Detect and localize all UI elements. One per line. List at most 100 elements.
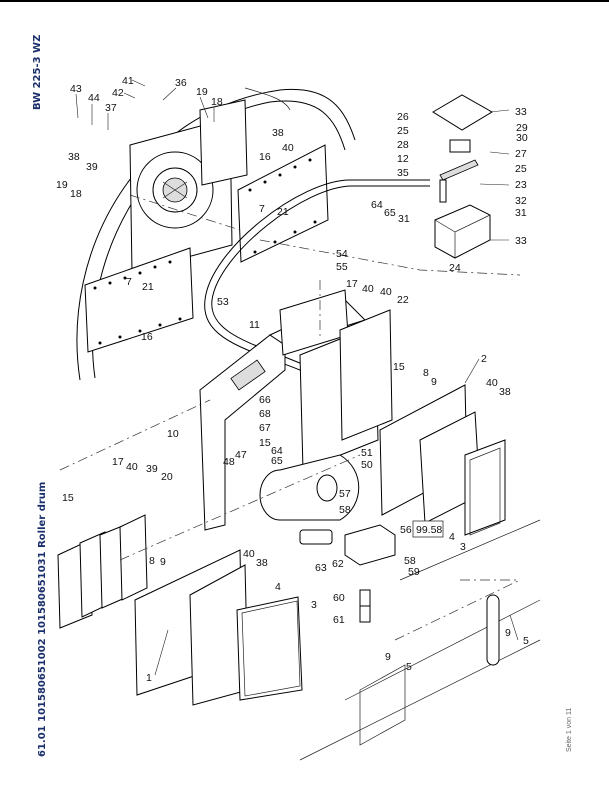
callout-12: 12 xyxy=(397,153,409,165)
callout-2: 2 xyxy=(481,353,487,365)
carrier-bracket xyxy=(199,289,393,531)
drive-motor xyxy=(259,454,360,521)
callout-40-right: 40 xyxy=(282,142,294,154)
callout-56: 56 xyxy=(400,524,412,536)
callout-65-top: 65 xyxy=(384,207,396,219)
callout-18-top: 18 xyxy=(211,96,223,108)
callout-8-right: 8 xyxy=(423,367,429,379)
callout-43: 43 xyxy=(70,83,82,95)
callout-38-bottom: 38 xyxy=(256,557,268,569)
callout-9-bottom: 9 xyxy=(385,651,391,663)
callout-48: 48 xyxy=(223,456,235,468)
callout-9-bottom-right: 9 xyxy=(505,627,511,639)
callout-50: 50 xyxy=(361,459,373,471)
callout-21-left: 21 xyxy=(142,281,154,293)
callout-16-left: 16 xyxy=(141,331,153,343)
callout-24: 24 xyxy=(449,262,461,274)
callout-26: 26 xyxy=(397,111,409,123)
callout-37: 37 xyxy=(105,102,117,114)
callout-16-right: 16 xyxy=(259,151,271,163)
callout-17-top: 17 xyxy=(346,278,358,290)
callout-65-mid: 65 xyxy=(271,455,283,467)
callout-42: 42 xyxy=(112,87,124,99)
callout-58-bottom: 58 xyxy=(404,555,416,567)
callout-41: 41 xyxy=(122,75,134,87)
right-plate-16 xyxy=(237,144,329,263)
reference-box: 99.58 xyxy=(412,520,444,538)
callout-25-top: 25 xyxy=(397,125,409,137)
support-assembly-2 xyxy=(379,384,506,536)
callout-66: 66 xyxy=(259,394,271,406)
callout-33-box: 33 xyxy=(515,235,527,247)
callout-44: 44 xyxy=(88,92,100,104)
callout-9-right: 9 xyxy=(431,376,437,388)
callout-40-top-b: 40 xyxy=(380,286,392,298)
top-rule xyxy=(0,0,609,2)
callout-15-right: 15 xyxy=(393,361,405,373)
callout-1: 1 xyxy=(146,672,152,684)
callout-39-left: 39 xyxy=(86,161,98,173)
callout-5-bottom: 5 xyxy=(406,661,412,673)
callout-10: 10 xyxy=(167,428,179,440)
callout-55: 55 xyxy=(336,261,348,273)
callout-5-bottom-right: 5 xyxy=(523,635,529,647)
pad-plates-15 xyxy=(57,514,148,629)
callout-labels: 41 36 42 43 44 37 19 18 38 39 19 18 38 4… xyxy=(56,75,529,684)
valve-block xyxy=(299,524,396,623)
callout-58-top: 58 xyxy=(339,504,351,516)
callout-47: 47 xyxy=(235,449,247,461)
callout-7-left: 7 xyxy=(126,276,132,288)
callout-21-right: 21 xyxy=(277,206,289,218)
callout-22: 22 xyxy=(397,294,409,306)
callout-17-left: 17 xyxy=(112,456,124,468)
callout-62: 62 xyxy=(332,558,344,570)
callout-19-top: 19 xyxy=(196,86,208,98)
callout-15-left: 15 xyxy=(62,492,74,504)
callout-40-right2: 40 xyxy=(486,377,498,389)
callout-40-bottom: 40 xyxy=(243,548,255,560)
callout-3-right: 3 xyxy=(460,541,466,553)
junction-box xyxy=(432,94,493,259)
callout-25-bottom: 25 xyxy=(515,163,527,175)
callout-38-right2: 38 xyxy=(499,386,511,398)
callout-57: 57 xyxy=(339,488,351,500)
drum-hub-assembly xyxy=(129,99,248,273)
callout-33-cover: 33 xyxy=(515,106,527,118)
callout-32: 32 xyxy=(515,195,527,207)
callout-39-left2: 39 xyxy=(146,463,158,475)
callout-4-right: 4 xyxy=(449,531,455,543)
callout-18-left: 18 xyxy=(70,188,82,200)
callout-8-left: 8 xyxy=(149,555,155,567)
callout-15-mid: 15 xyxy=(259,437,271,449)
callout-64-top: 64 xyxy=(371,199,383,211)
callout-31-right: 31 xyxy=(515,207,527,219)
callout-63: 63 xyxy=(315,562,327,574)
callout-19-left: 19 xyxy=(56,179,68,191)
reference-box-label: 99.58 xyxy=(416,524,442,536)
callout-54: 54 xyxy=(336,248,348,260)
callout-60: 60 xyxy=(333,592,345,604)
callout-36: 36 xyxy=(175,77,187,89)
callout-67: 67 xyxy=(259,422,271,434)
callout-3-bottom: 3 xyxy=(311,599,317,611)
callout-53: 53 xyxy=(217,296,229,308)
callout-30: 30 xyxy=(516,132,528,144)
assembly-centerlines xyxy=(59,194,521,641)
callout-38-left: 38 xyxy=(68,151,80,163)
callout-38-right: 38 xyxy=(272,127,284,139)
callout-29: 29 xyxy=(516,122,528,134)
callout-20: 20 xyxy=(161,471,173,483)
callout-9-left: 9 xyxy=(160,556,166,568)
callout-4-bottom: 4 xyxy=(275,581,281,593)
callout-23: 23 xyxy=(515,179,527,191)
callout-40-top-a: 40 xyxy=(362,283,374,295)
support-assembly-1 xyxy=(134,549,303,706)
callout-28: 28 xyxy=(397,139,409,151)
callout-27: 27 xyxy=(515,148,527,160)
callout-31-top: 31 xyxy=(398,213,410,225)
leader-lines xyxy=(75,79,519,676)
callout-64-mid: 64 xyxy=(271,445,283,457)
callout-7-right: 7 xyxy=(259,203,265,215)
frame-wall xyxy=(299,519,541,761)
